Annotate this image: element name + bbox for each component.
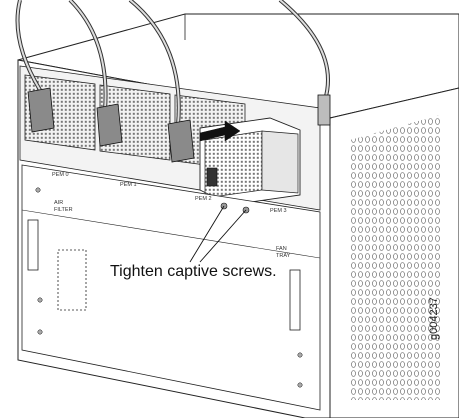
air-filter-label-2: FILTER <box>54 207 73 213</box>
callout-text: Tighten captive screws. <box>110 263 277 280</box>
connector-2 <box>167 119 195 163</box>
mount-screw <box>37 297 43 303</box>
pem1-label: PEM 1 <box>120 182 137 188</box>
insertion-arrow <box>199 120 241 142</box>
pem-switch <box>206 167 218 187</box>
fan-tray-handle <box>289 269 301 331</box>
air-filter-label-1: AIR <box>54 200 63 206</box>
mount-screw <box>297 382 303 388</box>
figure-id: g004237 <box>428 297 440 340</box>
pem3-label: PEM 3 <box>270 208 287 214</box>
mount-screw <box>297 352 303 358</box>
fan-tray-label-1: FAN <box>276 246 287 252</box>
mount-screw <box>37 329 43 335</box>
leader-line-2 <box>199 209 247 263</box>
fan-tray-label-2: TRAY <box>276 253 291 259</box>
lower-access-plate <box>57 249 87 311</box>
connector-0 <box>27 87 55 133</box>
pem2-label: PEM 2 <box>195 196 212 202</box>
side-vent-holes <box>350 115 440 400</box>
pem0-label: PEM 0 <box>52 172 69 178</box>
connector-3 <box>317 94 331 126</box>
leader-line-1 <box>189 205 225 263</box>
mount-screw <box>35 187 41 193</box>
lower-panel <box>21 164 321 411</box>
left-bracket <box>27 219 39 271</box>
connector-1 <box>96 103 123 147</box>
